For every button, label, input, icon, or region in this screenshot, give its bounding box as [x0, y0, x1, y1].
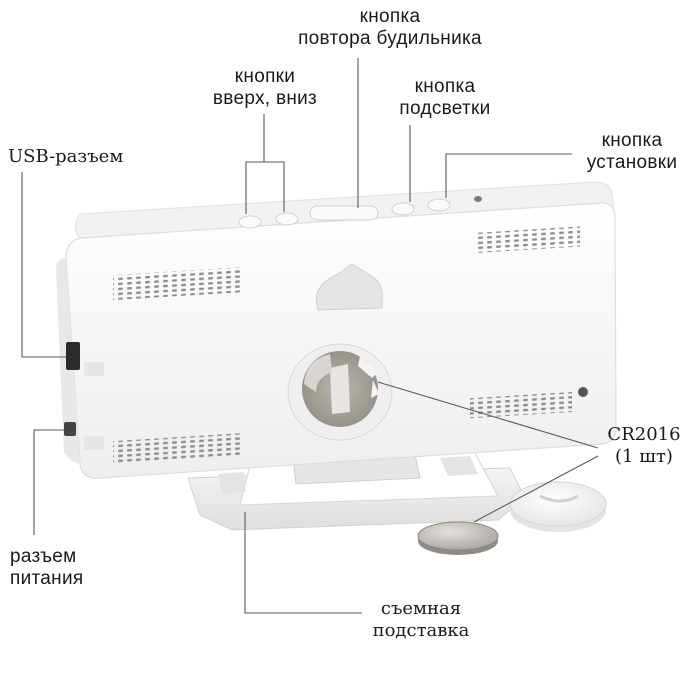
clock-body	[56, 181, 617, 479]
label-usb-port: USB-разъем	[8, 146, 178, 168]
leader-stand	[244, 512, 362, 614]
label-backlight-button: кнопка подсветки	[385, 76, 505, 120]
label-battery: CR2016 (1 шт)	[594, 424, 694, 468]
label-power-line1: разъем	[10, 546, 77, 567]
top-buttons	[238, 196, 482, 229]
label-updown-buttons: кнопки вверх, вниз	[195, 66, 335, 110]
label-backlight-line2: подсветки	[399, 98, 491, 119]
label-snooze-button: кнопка повтора будильника	[270, 6, 510, 50]
label-snooze-line2: повтора будильника	[298, 28, 482, 49]
leader-lines	[21, 58, 599, 614]
label-power-line2: питания	[10, 568, 84, 589]
battery-compartment	[287, 343, 393, 441]
label-set-button: кнопка установки	[572, 130, 692, 174]
label-battery-line2: (1 шт)	[615, 446, 673, 467]
leader-power	[33, 429, 64, 535]
label-stand: съемная подставка	[360, 598, 482, 642]
label-snooze-line1: кнопка	[359, 6, 421, 27]
leader-updown	[245, 114, 265, 214]
battery-cap	[509, 481, 607, 532]
leader-battery-a	[377, 381, 599, 449]
label-backlight-line1: кнопка	[414, 76, 476, 97]
label-stand-line1: съемная	[380, 598, 462, 619]
label-power-jack: разъем питания	[10, 546, 130, 590]
label-updown-line2: вверх, вниз	[212, 88, 318, 109]
battery-cell	[417, 521, 499, 555]
label-set-line1: кнопка	[601, 130, 663, 151]
label-usb-line1: USB-разъем	[8, 146, 124, 167]
leader-battery-b	[473, 455, 599, 523]
label-set-line2: установки	[586, 152, 678, 173]
leader-updown-2	[264, 161, 285, 212]
leader-usb	[21, 172, 66, 358]
label-stand-line2: подставка	[372, 620, 470, 641]
leader-set	[445, 153, 572, 198]
label-battery-line1: CR2016	[607, 424, 681, 445]
label-updown-line1: кнопки	[234, 66, 296, 87]
